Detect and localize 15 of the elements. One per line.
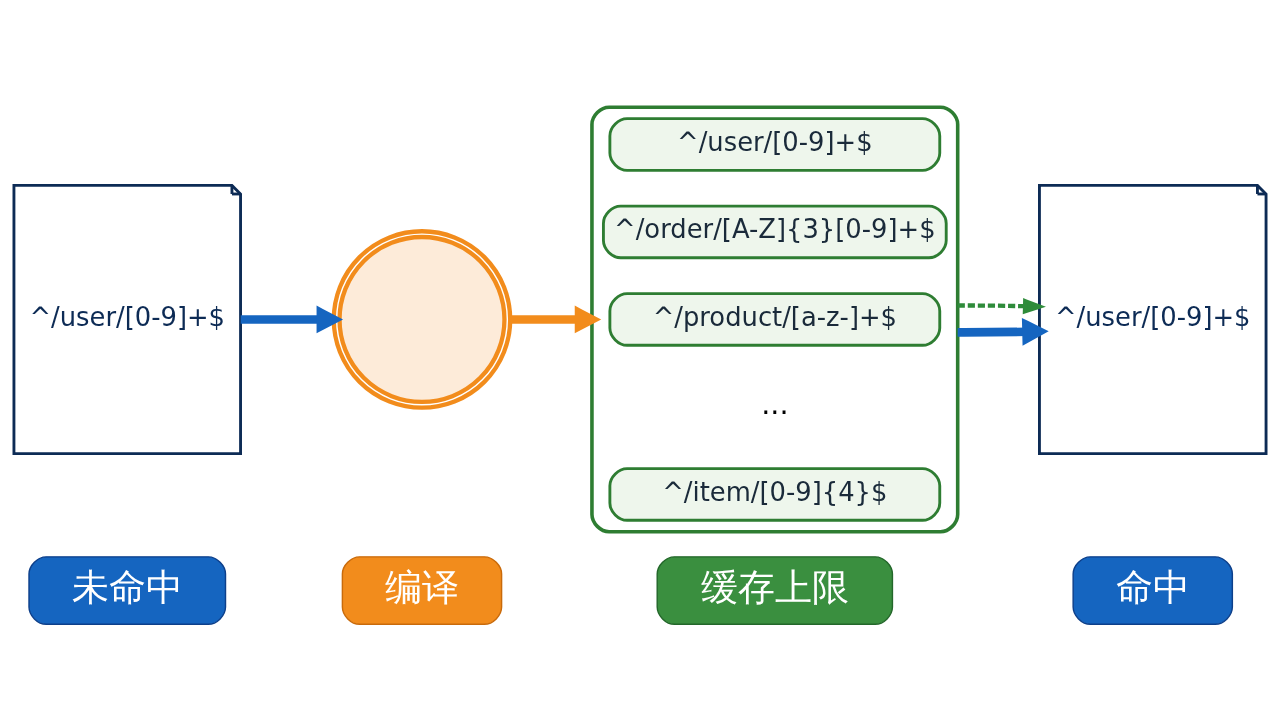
node-box: ^/item/[0-9]{4}$ xyxy=(608,467,942,522)
node-box: 未命中 xyxy=(28,556,227,625)
arrow xyxy=(240,305,344,334)
node-box: ^/order/[A-Z]{3}[0-9]+$ xyxy=(602,204,948,260)
arrow xyxy=(957,317,1049,346)
node-gear xyxy=(331,229,513,410)
node-box: ^/user/[0-9]+$ xyxy=(608,117,942,172)
arrow xyxy=(510,305,602,334)
node-box: 缓存上限 xyxy=(656,556,894,625)
node-box: ^/product/[a-z-]+$ xyxy=(608,292,942,347)
node-box: 编译 xyxy=(341,556,503,625)
cluster xyxy=(590,105,960,534)
node-box: 命中 xyxy=(1072,556,1234,625)
arrow xyxy=(957,298,1046,315)
label: ... xyxy=(761,387,789,422)
